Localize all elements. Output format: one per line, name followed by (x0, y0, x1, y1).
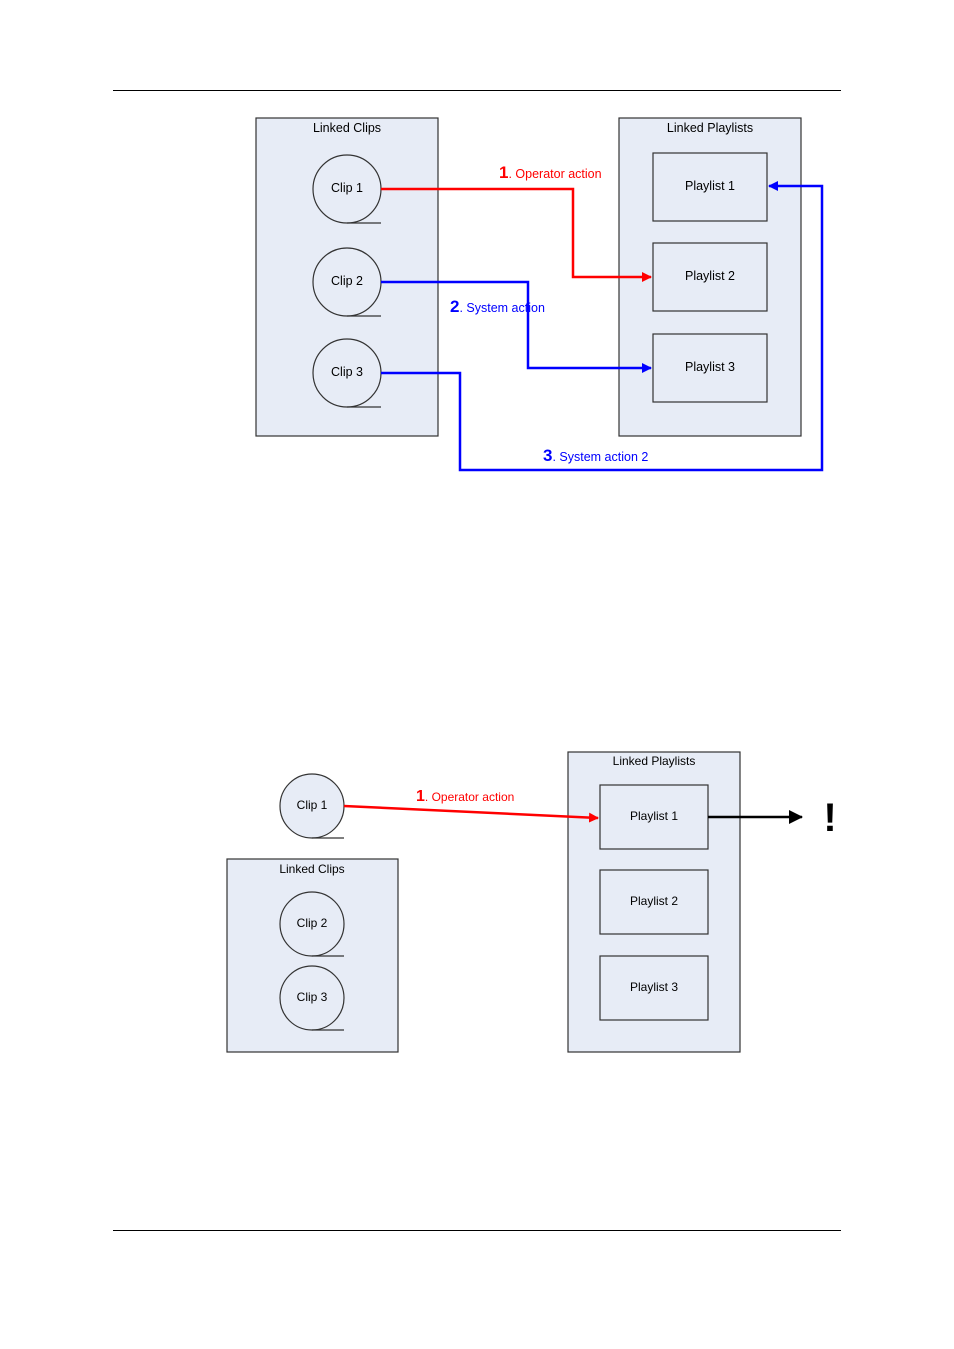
clip-1-label: Clip 1 (331, 181, 363, 195)
clip-2-label: Clip 2 (331, 274, 363, 288)
free-clip-1-reel: Clip 1 (280, 774, 344, 838)
clip-2-label-2: Clip 2 (297, 916, 328, 930)
action-1-number: 1 (499, 163, 508, 182)
action-3-number: 3 (543, 446, 552, 465)
linked-clips-title: Linked Clips (313, 121, 381, 135)
action-1-number-2: 1 (416, 788, 425, 805)
playlist-3-label: Playlist 3 (685, 360, 735, 374)
warning-exclamation-icon: ! (823, 796, 836, 840)
linked-playlists-title: Linked Playlists (667, 121, 753, 135)
clip-2-reel: Clip 2 (313, 248, 381, 316)
action-2-label: . System action (459, 301, 544, 315)
clip-3-reel-2: Clip 3 (280, 966, 344, 1030)
clip-1-reel: Clip 1 (313, 155, 381, 223)
operator-action-connector-2 (344, 806, 598, 818)
playlist-2-label-2: Playlist 2 (630, 894, 678, 908)
playlist-1-label-2: Playlist 1 (630, 809, 678, 823)
linked-clips-title-2: Linked Clips (279, 862, 344, 876)
clip-3-reel: Clip 3 (313, 339, 381, 407)
free-clip-1-label: Clip 1 (297, 798, 328, 812)
action-3-label: . System action 2 (552, 450, 648, 464)
diagram-1: Linked Clips Linked Playlists Clip 1 Cli… (256, 118, 822, 470)
playlist-2-label: Playlist 2 (685, 269, 735, 283)
linked-playlists-title-2: Linked Playlists (613, 754, 696, 768)
clip-2-reel-2: Clip 2 (280, 892, 344, 956)
clip-3-label-2: Clip 3 (297, 990, 328, 1004)
action-1-caption: 1. Operator action (499, 163, 602, 182)
playlist-1-label: Playlist 1 (685, 179, 735, 193)
action-1-caption-2: 1. Operator action (416, 788, 514, 805)
playlist-3-label-2: Playlist 3 (630, 980, 678, 994)
diagram-2: Clip 1 Linked Clips Clip 2 Clip 3 Linked… (227, 752, 837, 1052)
action-2-number: 2 (450, 297, 459, 316)
action-3-caption: 3. System action 2 (543, 446, 648, 465)
clip-3-label: Clip 3 (331, 365, 363, 379)
action-1-label: . Operator action (508, 167, 601, 181)
action-1-label-2: . Operator action (425, 790, 514, 804)
action-2-caption: 2. System action (450, 297, 545, 316)
